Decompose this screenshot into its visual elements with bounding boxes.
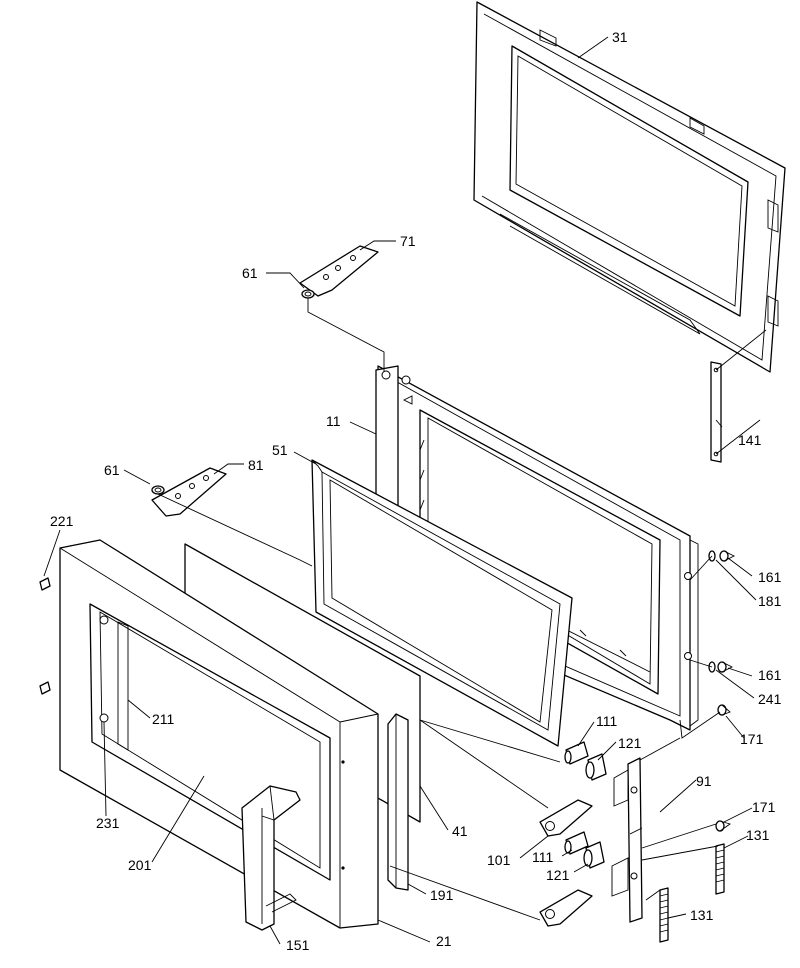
part-111-pin-lower (564, 831, 589, 855)
callout-181: 181 (758, 593, 782, 609)
callout-141: 141 (738, 432, 762, 448)
callout-191: 191 (430, 887, 454, 903)
callout-151: 151 (286, 937, 310, 953)
part-171-screw-upper (717, 704, 731, 716)
part-121-roller-upper (585, 753, 607, 781)
part-71-upper-hinge (299, 245, 379, 297)
part-161-screw-upper (719, 550, 736, 562)
callout-161-upper: 161 (758, 569, 782, 585)
part-91-latch-bracket (611, 757, 643, 923)
callout-121-lower: 121 (546, 867, 570, 883)
callout-131-upper: 131 (746, 827, 770, 843)
callout-201: 201 (128, 857, 152, 873)
part-51-choke-frame (311, 459, 573, 747)
callout-leaders (43, 36, 757, 945)
part-171-screw-lower (715, 820, 732, 832)
callout-61-top: 61 (242, 265, 258, 281)
callout-221: 221 (50, 513, 74, 529)
part-161-screw-lower (717, 661, 734, 673)
part-221-screw-lower (39, 681, 51, 695)
callout-231: 231 (96, 815, 120, 831)
callout-171-lower: 171 (752, 799, 776, 815)
callout-211: 211 (152, 711, 175, 727)
callout-91: 91 (696, 773, 712, 789)
callout-131-lower: 131 (690, 907, 714, 923)
part-191-strip (387, 713, 409, 891)
part-131-spring-lower (659, 887, 669, 943)
part-131-spring-upper (715, 843, 725, 895)
part-101-latch-hook-upper (539, 799, 593, 837)
callout-41: 41 (452, 823, 468, 839)
part-81-lower-hinge (151, 467, 227, 517)
callout-71: 71 (400, 233, 416, 249)
callout-111-lower: 111 (532, 849, 553, 865)
part-151-handle (241, 785, 301, 931)
callout-21: 21 (436, 933, 452, 949)
part-141-strip (710, 361, 722, 463)
part-31-outer-panel (473, 1, 786, 373)
callout-101: 101 (487, 852, 511, 868)
part-11-inner-frame (375, 365, 699, 731)
part-101-latch-hook-lower (539, 889, 593, 927)
callout-161-lower: 161 (758, 667, 782, 683)
callout-111-upper: 111 (596, 713, 617, 729)
part-61-screw-bottom (151, 485, 165, 495)
part-61-screw-top (301, 289, 315, 299)
callout-51: 51 (272, 442, 288, 458)
callout-241: 241 (758, 691, 782, 707)
callout-81: 81 (248, 457, 264, 473)
callout-11: 11 (326, 413, 341, 429)
callout-61-bottom: 61 (104, 462, 120, 478)
part-121-roller-lower (583, 841, 605, 869)
callout-31: 31 (612, 29, 628, 45)
part-221-screw-upper (39, 577, 51, 591)
assembly-lines (157, 298, 767, 921)
callout-labels: 31 71 61 11 141 51 61 81 221 161 181 161… (50, 29, 782, 953)
callout-171-upper: 171 (740, 731, 764, 747)
part-111-pin-upper (564, 741, 589, 765)
callout-121-upper: 121 (618, 735, 642, 751)
